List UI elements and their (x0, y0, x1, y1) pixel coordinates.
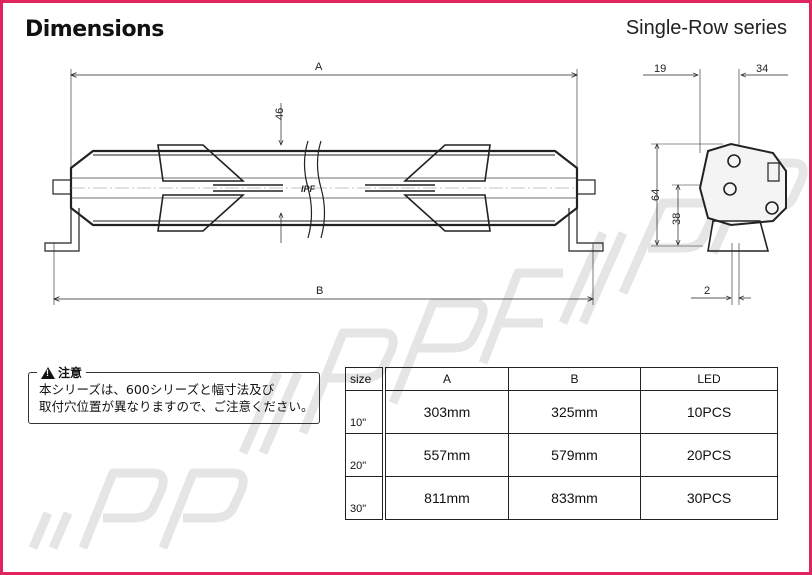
dim-64-label: 64 (650, 189, 662, 201)
dim-46-label: 46 (274, 108, 286, 120)
cell-size: 20" (345, 433, 385, 477)
light-bar-side-view (698, 142, 787, 252)
cell-led: 20PCS (640, 433, 778, 477)
cell-led: 10PCS (640, 390, 778, 434)
table-header-row: size A B LED (345, 367, 778, 391)
notice-title: 注意 (37, 364, 87, 381)
header-size: size (345, 367, 385, 391)
table-row: 30" 811mm 833mm 30PCS (345, 476, 778, 520)
cell-b: 579mm (508, 433, 641, 477)
cell-a: 557mm (382, 433, 509, 477)
dimension-drawing: A B 46 IPF (44, 61, 788, 305)
page-title: Dimensions (25, 17, 164, 42)
light-bar-front-view: IPF (44, 140, 604, 252)
table-row: 20" 557mm 579mm 20PCS (345, 433, 778, 477)
header-b: B (508, 367, 641, 391)
notice-line-1: 本シリーズは、600シリーズと幅寸法及び (39, 382, 275, 397)
notice-line-2: 取付穴位置が異なりますので、ご注意ください。 (39, 399, 314, 414)
warning-icon (41, 366, 55, 379)
dim-38-label: 38 (671, 213, 683, 225)
notice-box: 注意 本シリーズは、600シリーズと幅寸法及び 取付穴位置が異なりますので、ご注… (28, 364, 320, 424)
dim-a-label: A (315, 61, 323, 73)
dim-2-label: 2 (704, 285, 710, 297)
cell-b: 325mm (508, 390, 641, 434)
cell-a: 811mm (382, 476, 509, 520)
cell-b: 833mm (508, 476, 641, 520)
dim-b-label: B (316, 285, 323, 297)
notice-text: 本シリーズは、600シリーズと幅寸法及び 取付穴位置が異なりますので、ご注意くだ… (39, 381, 314, 415)
spec-table: size A B LED 10" 303mm 325mm 10PCS 20" 5… (345, 367, 778, 520)
notice-title-text: 注意 (58, 366, 83, 380)
cell-size: 10" (345, 390, 385, 434)
cell-size: 30" (345, 476, 385, 520)
dim-34-label: 34 (756, 63, 768, 75)
table-row: 10" 303mm 325mm 10PCS (345, 390, 778, 434)
cell-led: 30PCS (640, 476, 778, 520)
series-label: Single-Row series (625, 17, 787, 39)
dim-19-label: 19 (654, 63, 666, 75)
header-led: LED (640, 367, 778, 391)
cell-a: 303mm (382, 390, 509, 434)
header-a: A (382, 367, 509, 391)
